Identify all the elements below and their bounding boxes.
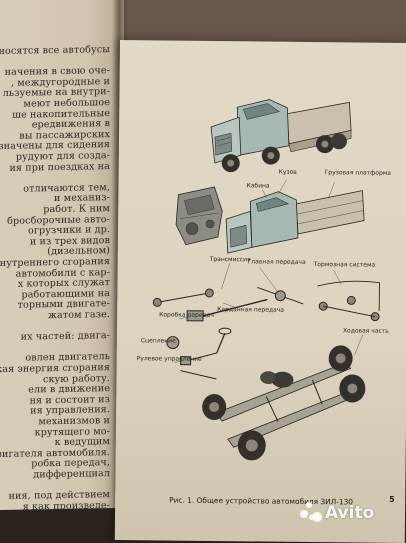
page-number: 5 <box>389 494 395 504</box>
transmission-drawing <box>152 280 380 380</box>
label-platforma-line: Грузовая платформа <box>325 169 392 177</box>
label-korobka-peredach: Коробка передач <box>159 311 214 319</box>
current-page: Кузов Кабина Грузовая платформа Трансмис… <box>114 40 406 543</box>
label-gruzovaya-platforma: Грузовая платформа <box>325 169 392 177</box>
label-kabina: Кабина <box>246 182 270 189</box>
label-kardannaya-peredacha: Карданная передача <box>217 306 284 314</box>
previous-page-text-line: жатом газе. <box>48 309 110 322</box>
avito-logo-icon <box>300 502 322 524</box>
avito-watermark: Avito <box>300 500 374 526</box>
engine-drawing <box>175 186 223 246</box>
label-rulevoe-upravlenie: Рулевое управление <box>137 355 202 363</box>
truck-body-drawing <box>225 190 365 254</box>
truck-illustration: Кузов Кабина Грузовая платформа Трансмис… <box>115 40 406 503</box>
truck-full-drawing <box>210 99 352 173</box>
label-glavnaya-peredacha: Главная передача <box>248 258 306 266</box>
previous-page-text-line: дифференциал <box>33 468 110 481</box>
previous-page-text-line: их частей: двига- <box>20 330 110 343</box>
avito-wordmark: Avito <box>325 503 375 523</box>
chassis-drawing <box>202 345 366 461</box>
previous-page-text-line: ия при поездках на <box>9 160 110 174</box>
label-tormoznaya-sistema: Тормозная система <box>313 261 376 269</box>
previous-page-text-line: носятся все автобусы <box>0 44 110 58</box>
label-hodovaya-chast: Ходовая часть <box>343 327 389 334</box>
label-transmissiya: Трансмиссия <box>209 256 251 263</box>
label-kuzov: Кузов <box>279 169 298 176</box>
label-sceplenie: Сцепление <box>141 337 176 344</box>
